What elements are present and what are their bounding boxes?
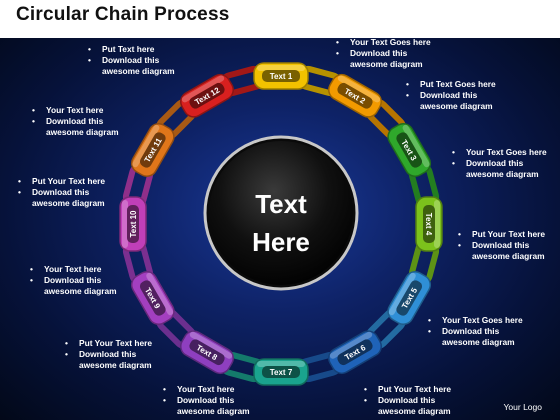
note-1: •Put Text here •Download this awesome di…	[88, 44, 175, 76]
note-7-line-3: awesome diagram	[472, 251, 545, 261]
slide-title: Circular Chain Process	[16, 4, 230, 25]
note-3-line-2: Download this	[420, 90, 478, 100]
note-5-line-1: Your Text Goes here	[466, 147, 547, 157]
chain-link-1: Text 1	[253, 62, 309, 90]
chain-link-8: Text 8	[180, 330, 234, 375]
chain-link-3: Text 3	[387, 123, 432, 177]
note-10-line-2: Download this	[79, 349, 137, 359]
note-12: •Put Your Text here •Download this aweso…	[364, 384, 452, 416]
note-9-line-2: Download this	[442, 326, 500, 336]
note-1-line-1: Put Text here	[102, 44, 155, 54]
note-4-line-3: awesome diagram	[46, 127, 119, 137]
note-8-line-3: awesome diagram	[44, 286, 117, 296]
note-4-line-1: Your Text here	[46, 105, 104, 115]
chain-link-10: Text 10	[119, 196, 147, 252]
note-9-line-1: Your Text Goes here	[442, 315, 523, 325]
note-11-line-1: Your Text here	[177, 384, 235, 394]
chain-link-4: Text 4	[415, 196, 443, 252]
note-11-line-2: Download this	[177, 395, 235, 405]
center-node: Text Here	[203, 135, 359, 291]
chain-link-11: Text 11	[130, 123, 175, 177]
note-1-line-2: Download this	[102, 55, 160, 65]
note-8-line-2: Download this	[44, 275, 102, 285]
note-6-line-1: Put Your Text here	[32, 176, 106, 186]
note-9-line-3: awesome diagram	[442, 337, 515, 347]
note-12-line-3: awesome diagram	[378, 406, 451, 416]
note-3: •Put Text Goes here •Download this aweso…	[406, 79, 496, 111]
note-5-line-2: Download this	[466, 158, 524, 168]
note-7-line-1: Put Your Text here	[472, 229, 546, 239]
chain-link-6: Text 6	[328, 330, 382, 375]
chain-link-7: Text 7	[253, 358, 309, 386]
note-11: •Your Text here •Download this awesome d…	[163, 384, 250, 416]
note-3-line-3: awesome diagram	[420, 101, 493, 111]
note-8: •Your Text here •Download this awesome d…	[30, 264, 117, 296]
note-8-line-1: Your Text here	[44, 264, 102, 274]
chain-link-12: Text 12	[180, 73, 234, 118]
note-1-line-3: awesome diagram	[102, 66, 175, 76]
note-10-line-1: Put Your Text here	[79, 338, 153, 348]
note-4: •Your Text here •Download this awesome d…	[32, 105, 119, 137]
note-2: •Your Text Goes here •Download this awes…	[336, 37, 431, 69]
note-2-line-2: Download this	[350, 48, 408, 58]
note-9: •Your Text Goes here •Download this awes…	[428, 315, 523, 347]
note-10-line-3: awesome diagram	[79, 360, 152, 370]
chain-link-4-label: Text 4	[424, 213, 433, 236]
chain-link-7-label: Text 7	[270, 368, 293, 377]
logo-text: Your Logo	[503, 402, 542, 412]
chain-link-5: Text 5	[387, 271, 432, 325]
note-4-line-2: Download this	[46, 116, 104, 126]
note-2-line-3: awesome diagram	[350, 59, 423, 69]
center-text-line2: Here	[252, 227, 310, 257]
note-5: •Your Text Goes here •Download this awes…	[452, 147, 547, 179]
note-7: •Put Your Text here •Download this aweso…	[458, 229, 546, 261]
note-12-line-2: Download this	[378, 395, 436, 405]
chain-link-9: Text 9	[130, 271, 175, 325]
note-2-line-1: Your Text Goes here	[350, 37, 431, 47]
note-3-line-1: Put Text Goes here	[420, 79, 496, 89]
note-10: •Put Your Text here •Download this aweso…	[65, 338, 153, 370]
note-6: •Put Your Text here •Download this aweso…	[18, 176, 106, 208]
center-text-line1: Text	[255, 189, 307, 219]
note-5-line-3: awesome diagram	[466, 169, 539, 179]
note-11-line-3: awesome diagram	[177, 406, 250, 416]
chain-link-2: Text 2	[328, 73, 382, 118]
note-7-line-2: Download this	[472, 240, 530, 250]
note-6-line-2: Download this	[32, 187, 90, 197]
chain-link-10-label: Text 10	[129, 210, 138, 238]
note-12-line-1: Put Your Text here	[378, 384, 452, 394]
chain-link-1-label: Text 1	[270, 72, 293, 81]
note-6-line-3: awesome diagram	[32, 198, 105, 208]
